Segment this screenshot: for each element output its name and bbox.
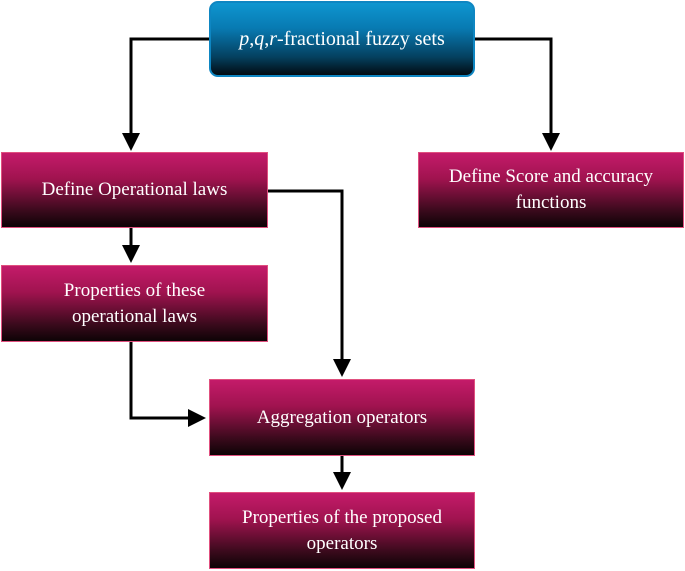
arrow-root-to-operational-laws [122,37,209,151]
var-p: p [239,27,250,50]
node-aggregation-operators: Aggregation operators [209,379,475,456]
var-r: r [269,27,278,50]
node-fuzzy-sets-label: p,q,r-fractional fuzzy sets [239,26,445,53]
label-line-1: Properties of these [63,279,206,301]
label-line-2: functions [515,192,587,213]
node-properties-operational-laws: Properties of these operational laws [1,265,268,342]
node-properties-operational-laws-label: Properties of these operational laws [64,278,205,329]
label-line-2: operational laws [71,305,198,327]
node-define-score-accuracy-label: Define Score and accuracy functions [449,164,653,215]
node-fuzzy-sets: p,q,r-fractional fuzzy sets [209,1,475,77]
label-line-1: Define Score and accuracy [448,166,654,188]
label-line-2: operators [306,532,378,554]
arrow-root-to-score-accuracy [475,37,560,151]
arrow-properties-laws-to-aggregation [129,342,206,427]
node-define-score-accuracy: Define Score and accuracy functions [418,152,684,228]
comma-1: , [249,27,255,50]
node-define-operational-laws: Define Operational laws [1,152,268,228]
comma-2: , [264,27,270,50]
node-define-operational-laws-label: Define Operational laws [41,179,228,201]
node-aggregation-operators-label: Aggregation operators [256,406,428,428]
label-line-1: Properties of the proposed [242,506,442,528]
node-properties-proposed-operators: Properties of the proposed operators [209,492,475,569]
label-rest: -fractional fuzzy sets [277,27,445,50]
node-properties-proposed-operators-label: Properties of the proposed operators [242,505,442,556]
arrow-operational-laws-to-aggregation [268,189,351,377]
var-q: q [254,27,265,50]
